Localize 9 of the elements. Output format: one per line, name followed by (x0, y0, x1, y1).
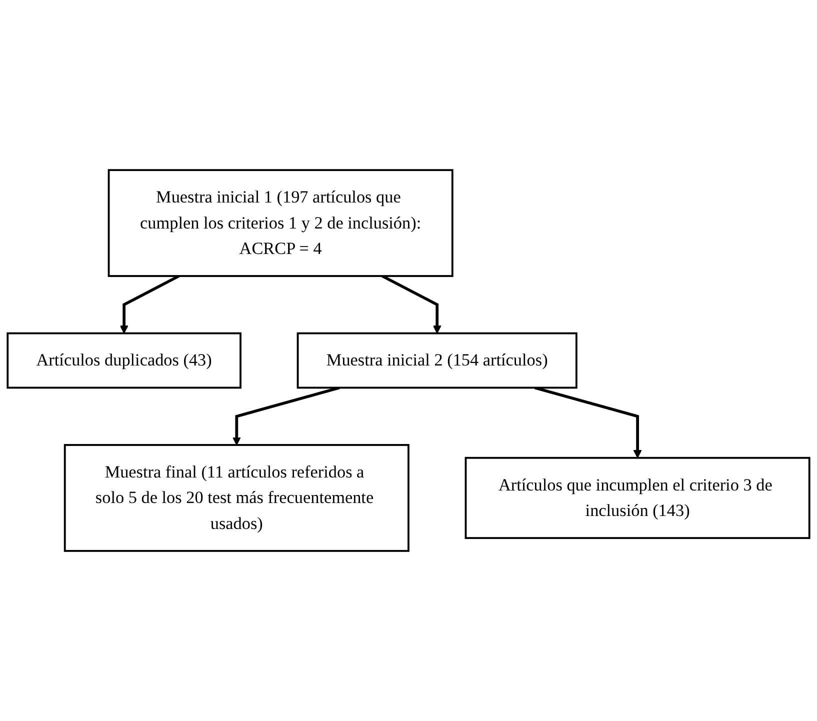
arrow (120, 274, 180, 334)
node-box: Artículos duplicados (43) (6, 332, 242, 389)
arrow (382, 274, 442, 334)
node-box: Artículos que incumplen el criterio 3 de inclusión (143) (464, 456, 810, 539)
node-box: Muestra final (11 artículos referidos a solo 5 de los 20 test más frecuentemente usados) (64, 444, 410, 552)
node-box: Muestra inicial 1 (197 artículos que cumplen los criterios 1 y 2 de inclusión): ACRCP = 4 (108, 169, 454, 277)
arrow (534, 386, 642, 458)
arrow (232, 386, 340, 446)
node-box: Muestra inicial 2 (154 artículos) (296, 332, 578, 389)
